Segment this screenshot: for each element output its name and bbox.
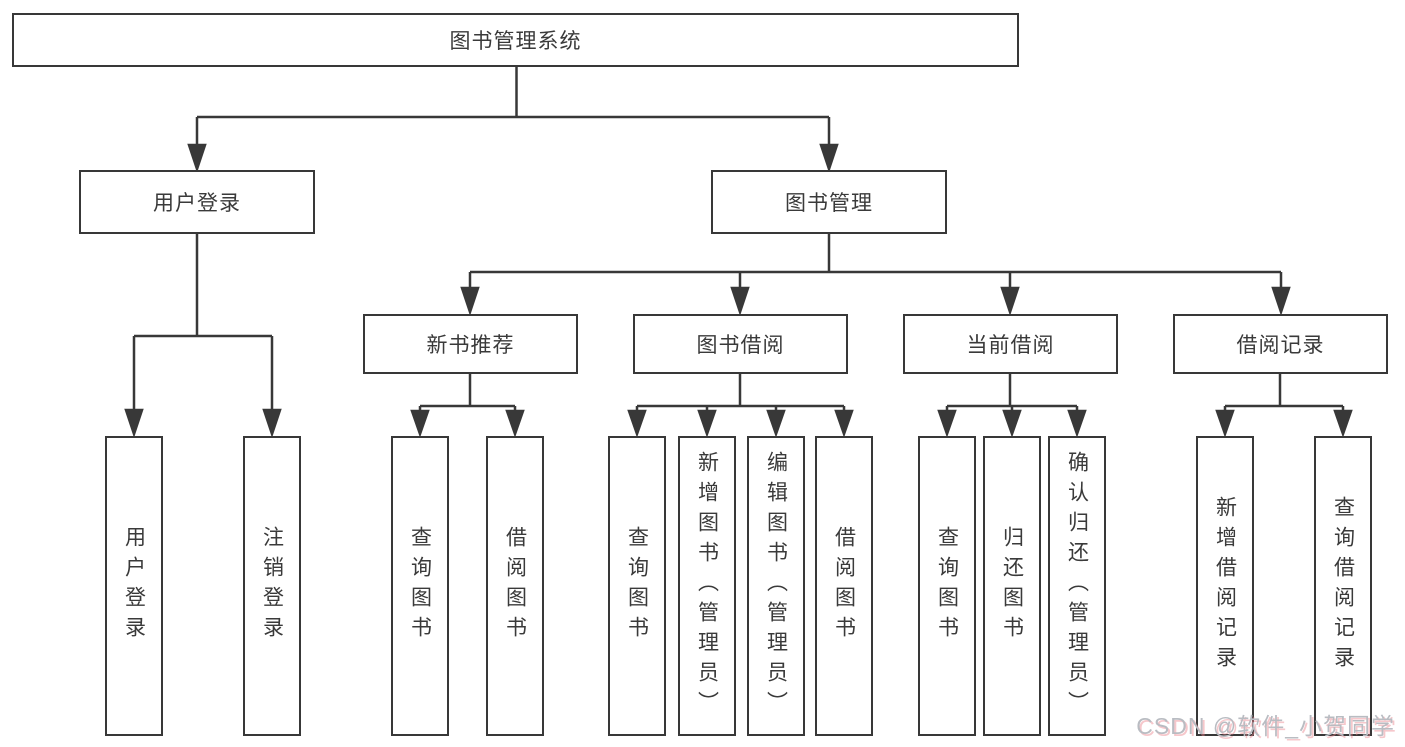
connector-records-to-leaves: [1215, 374, 1353, 438]
leaf-query-books-3-label: 查询图书: [935, 526, 959, 646]
leaf-query-books-1-label: 查询图书: [408, 526, 432, 646]
leaf-borrow-books-1-label: 借阅图书: [503, 526, 527, 646]
node-borrowing-records-label: 借阅记录: [1236, 334, 1325, 357]
connector-mgmt-to-sections: [460, 234, 1291, 316]
leaf-return-books-label: 归还图书: [1000, 526, 1024, 646]
leaf-logout-label: 注销登录: [260, 526, 284, 646]
node-current-borrowing-label: 当前借阅: [966, 334, 1055, 357]
node-user-login-branch: 用户登录: [79, 170, 315, 234]
node-book-borrowing: 图书借阅: [633, 314, 848, 374]
leaf-user-login: 用户登录: [105, 436, 163, 736]
node-new-book-recommend: 新书推荐: [363, 314, 578, 374]
watermark: CSDN @软件_小贺同学: [1136, 713, 1395, 739]
connector-current-to-leaves: [937, 374, 1087, 438]
leaf-add-books-admin: 新增图书（管理员）: [678, 436, 736, 736]
leaf-query-books-2-label: 查询图书: [625, 526, 649, 646]
node-book-management-branch: 图书管理: [711, 170, 947, 234]
connector-user-branch-to-leaves: [124, 234, 282, 438]
leaf-query-books-2: 查询图书: [608, 436, 666, 736]
leaf-query-borrow-record: 查询借阅记录: [1314, 436, 1372, 736]
leaf-add-books-admin-label: 新增图书（管理员）: [695, 451, 719, 721]
leaf-user-login-label: 用户登录: [122, 526, 146, 646]
node-borrowing-records: 借阅记录: [1173, 314, 1388, 374]
connector-newbook-to-leaves: [410, 374, 525, 438]
leaf-confirm-return-admin-label: 确认归还（管理员）: [1065, 451, 1089, 721]
leaf-add-borrow-record-label: 新增借阅记录: [1213, 496, 1237, 676]
connector-root-to-branches: [187, 67, 839, 173]
leaf-return-books: 归还图书: [983, 436, 1041, 736]
leaf-confirm-return-admin: 确认归还（管理员）: [1048, 436, 1106, 736]
leaf-query-books-3: 查询图书: [918, 436, 976, 736]
leaf-logout: 注销登录: [243, 436, 301, 736]
leaf-query-borrow-record-label: 查询借阅记录: [1331, 496, 1355, 676]
node-current-borrowing: 当前借阅: [903, 314, 1118, 374]
leaf-query-books-1: 查询图书: [391, 436, 449, 736]
leaf-edit-books-admin-label: 编辑图书（管理员）: [764, 451, 788, 721]
node-root-label: 图书管理系统: [449, 30, 582, 53]
node-new-book-recommend-label: 新书推荐: [426, 334, 515, 357]
node-book-management-label: 图书管理: [785, 192, 873, 215]
leaf-borrow-books-2-label: 借阅图书: [832, 526, 856, 646]
leaf-borrow-books-2: 借阅图书: [815, 436, 873, 736]
leaf-borrow-books-1: 借阅图书: [486, 436, 544, 736]
leaf-add-borrow-record: 新增借阅记录: [1196, 436, 1254, 736]
connector-borrow-to-leaves: [627, 374, 854, 438]
node-root-system: 图书管理系统: [12, 13, 1019, 67]
node-book-borrowing-label: 图书借阅: [696, 334, 785, 357]
node-user-login-branch-label: 用户登录: [153, 192, 241, 215]
leaf-edit-books-admin: 编辑图书（管理员）: [747, 436, 805, 736]
